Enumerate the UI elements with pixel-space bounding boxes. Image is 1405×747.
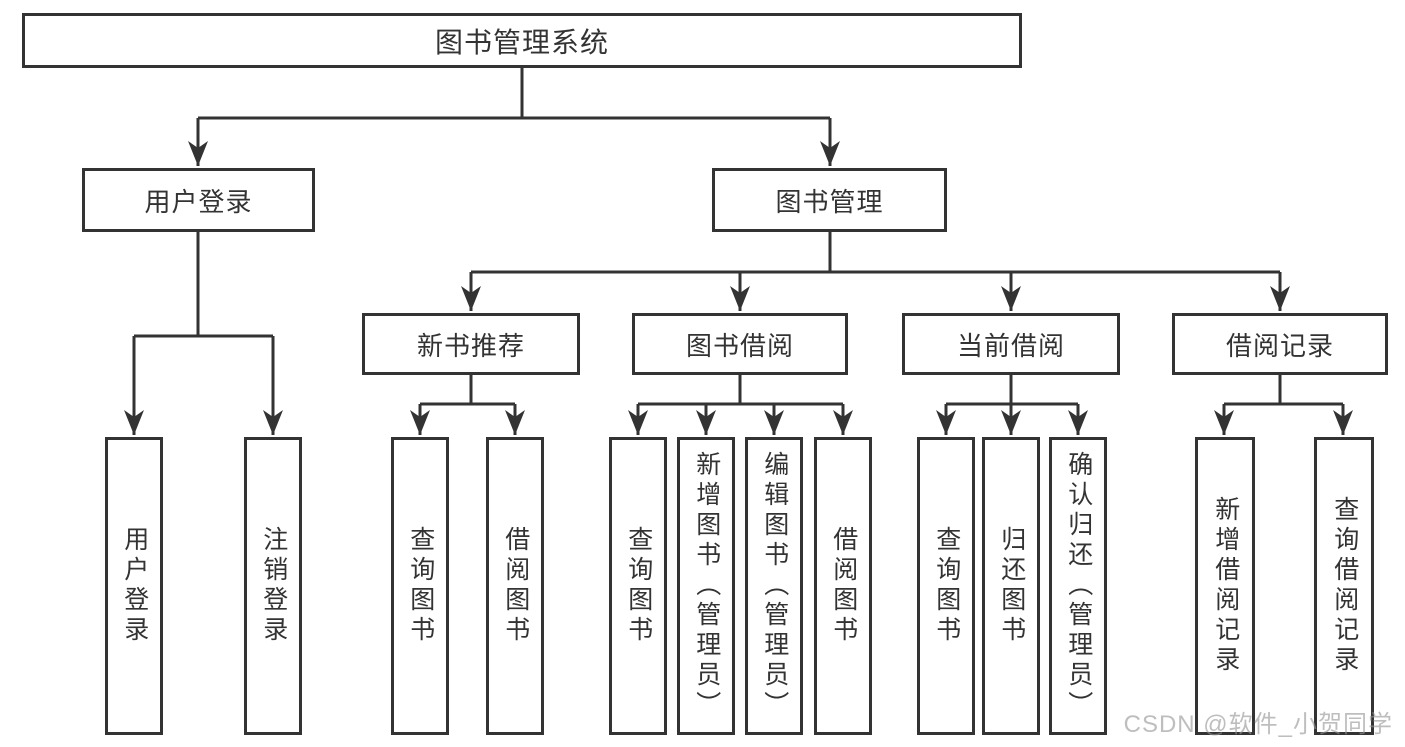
leaf-bb-edit-book-admin-label: 编辑图书（管理员）: [760, 451, 789, 721]
node-new-book-recommend-label: 新书推荐: [416, 330, 525, 361]
node-current-borrow-label: 当前借阅: [956, 330, 1065, 361]
leaf-user-login-label: 用户登录: [120, 526, 149, 646]
node-user-login-label: 用户登录: [144, 186, 253, 217]
node-new-book-recommend: 新书推荐: [362, 313, 580, 375]
leaf-bb-add-book-admin-label: 新增图书（管理员）: [692, 451, 721, 721]
leaf-logout: 注销登录: [244, 437, 302, 735]
leaf-cb-return-book-label: 归还图书: [997, 526, 1026, 646]
leaf-nbr-borrow-book-label: 借阅图书: [501, 526, 530, 646]
leaf-bb-add-book-admin: 新增图书（管理员）: [677, 437, 735, 735]
leaf-bb-query-book: 查询图书: [609, 437, 667, 735]
leaf-bb-borrow-book-label: 借阅图书: [829, 526, 858, 646]
leaf-cb-confirm-return-admin: 确认归还（管理员）: [1049, 437, 1107, 735]
leaf-nbr-borrow-book: 借阅图书: [486, 437, 544, 735]
node-book-borrow-label: 图书借阅: [685, 330, 794, 361]
leaf-nbr-query-book: 查询图书: [391, 437, 449, 735]
leaf-cb-confirm-return-admin-label: 确认归还（管理员）: [1064, 451, 1093, 721]
leaf-logout-label: 注销登录: [259, 526, 288, 646]
node-root-label: 图书管理系统: [434, 26, 609, 58]
node-borrow-record-label: 借阅记录: [1225, 330, 1334, 361]
node-book-management: 图书管理: [712, 168, 947, 232]
leaf-br-query-record: 查询借阅记录: [1314, 437, 1374, 735]
leaf-br-query-record-label: 查询借阅记录: [1330, 496, 1359, 676]
node-root: 图书管理系统: [22, 13, 1022, 68]
node-borrow-record: 借阅记录: [1172, 313, 1388, 375]
leaf-br-add-record: 新增借阅记录: [1195, 437, 1255, 735]
leaf-bb-edit-book-admin: 编辑图书（管理员）: [745, 437, 803, 735]
leaf-bb-borrow-book: 借阅图书: [814, 437, 872, 735]
leaf-br-add-record-label: 新增借阅记录: [1211, 496, 1240, 676]
leaf-user-login: 用户登录: [105, 437, 163, 735]
node-book-management-label: 图书管理: [775, 186, 884, 217]
node-user-login: 用户登录: [82, 168, 315, 232]
leaf-cb-query-book: 查询图书: [917, 437, 975, 735]
node-current-borrow: 当前借阅: [902, 313, 1120, 375]
leaf-cb-return-book: 归还图书: [982, 437, 1040, 735]
node-book-borrow: 图书借阅: [632, 313, 848, 375]
leaf-cb-query-book-label: 查询图书: [932, 526, 961, 646]
leaf-nbr-query-book-label: 查询图书: [406, 526, 435, 646]
leaf-bb-query-book-label: 查询图书: [624, 526, 653, 646]
csdn-watermark: CSDN @软件_小贺同学: [1123, 711, 1393, 738]
